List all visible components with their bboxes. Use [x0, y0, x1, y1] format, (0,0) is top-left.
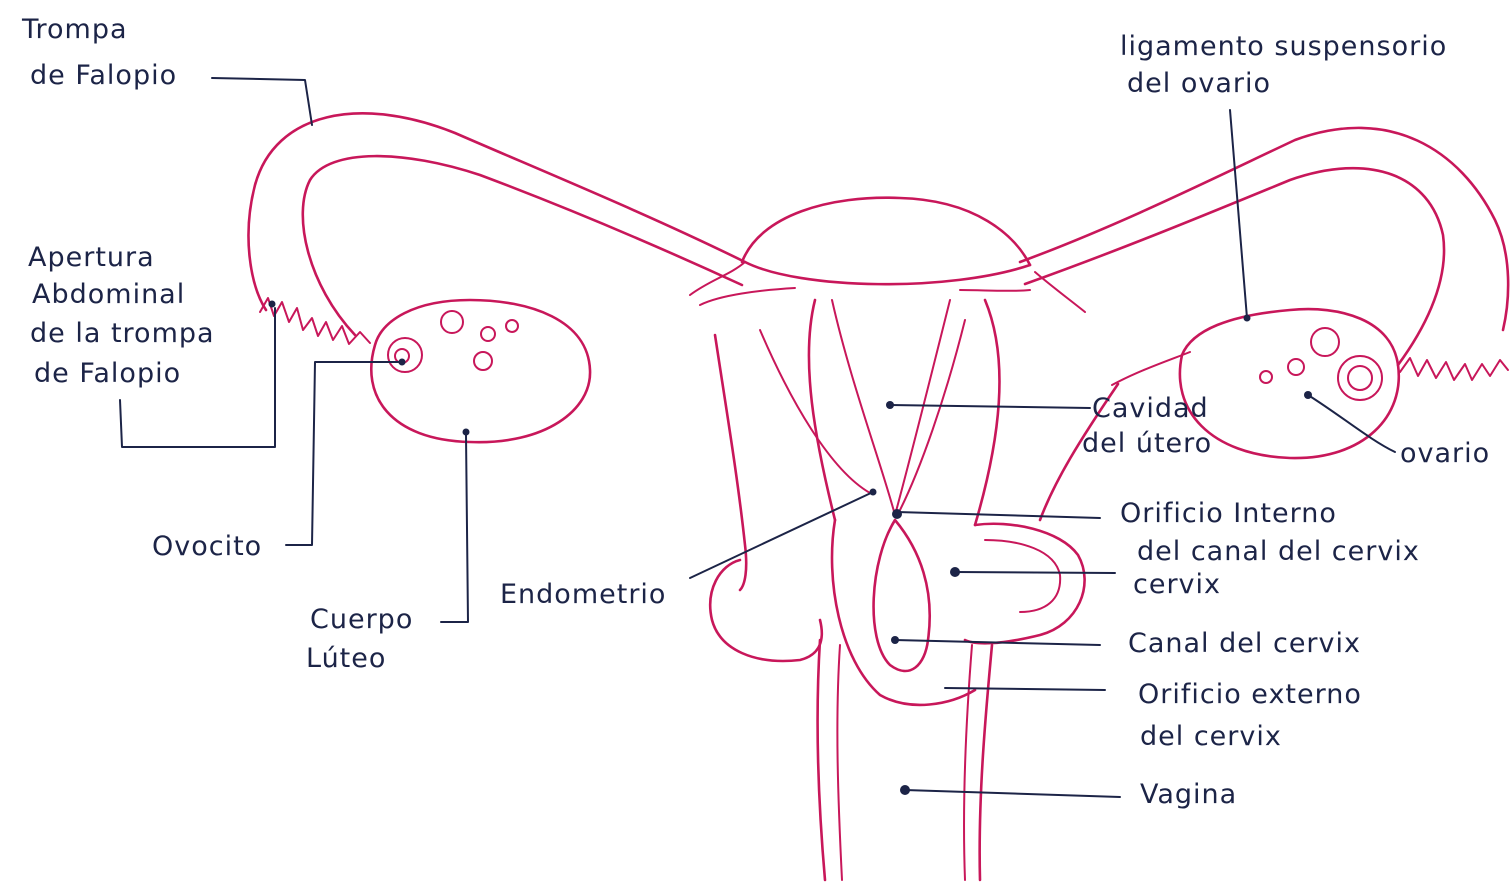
right-ovary	[1180, 309, 1399, 458]
left-fallopian-tube-inner	[303, 156, 742, 335]
uterus-top-ridge	[745, 262, 1030, 284]
vagina-dot	[900, 785, 910, 795]
apertura-dot	[269, 301, 276, 308]
left-ovary-follicle	[474, 352, 492, 370]
diagram-labels: Trompa de Falopio Apertura Abdominal de …	[21, 14, 1490, 810]
label-ovocito: Ovocito	[152, 531, 262, 562]
vagina-wall-left-outer	[818, 640, 825, 880]
vagina-wall-right-inner	[964, 645, 972, 880]
label-ovario: ovario	[1400, 438, 1490, 469]
leader-canal-cervix	[895, 640, 1100, 645]
ovario-dot	[1304, 391, 1312, 399]
uterus-drawing	[249, 113, 1509, 880]
right-ovary-follicle	[1311, 328, 1339, 356]
endometrio-dot	[870, 489, 877, 496]
leader-cervix	[955, 572, 1115, 573]
right-fimbriae	[1400, 358, 1508, 380]
leader-trompa	[212, 78, 312, 125]
leader-ovocito	[286, 362, 402, 545]
leader-orificio-interno	[897, 512, 1100, 518]
right-ovary-ligament	[1112, 352, 1190, 385]
left-ovary-follicle	[388, 338, 422, 372]
leader-cuerpo-luteo	[441, 435, 468, 622]
cervix-left-lobe	[710, 560, 822, 661]
label-cervix: cervix	[1133, 569, 1221, 600]
label-orificio-externo: Orificio externo del cervix	[1138, 679, 1371, 752]
right-ovary-follicle	[1338, 356, 1382, 400]
cervix-right-inner	[985, 540, 1060, 612]
cervix-lower-outline	[832, 520, 975, 705]
ligamento-dot	[1244, 315, 1251, 322]
vagina-wall-right-outer	[980, 645, 992, 880]
uterus-outer-wall-left	[715, 335, 746, 590]
canal-cervix-dot	[891, 636, 899, 644]
uterus-fundus	[742, 198, 1030, 265]
left-fimbriae	[260, 298, 370, 344]
myometrium-right	[975, 300, 999, 525]
cervix-dot	[950, 567, 960, 577]
vagina-wall-left-inner	[837, 645, 842, 880]
label-orificio-interno: Orificio Interno del canal del cervix	[1120, 498, 1420, 567]
left-ovary-follicle	[481, 327, 495, 341]
cervix-right-lobe	[965, 524, 1085, 644]
left-ovary-follicle	[506, 320, 518, 332]
left-fallopian-tube-outer	[249, 113, 745, 310]
label-ligamento: ligamento suspensorio del ovario	[1120, 31, 1457, 99]
endometrium-lines	[760, 320, 965, 510]
right-ovary-follicle	[1288, 359, 1304, 375]
label-vagina: Vagina	[1140, 779, 1237, 810]
cavidad-dot	[886, 401, 894, 409]
leader-ligamento	[1230, 110, 1247, 318]
label-cavidad: Cavidad del útero	[1082, 393, 1218, 459]
myometrium-left	[809, 300, 835, 520]
label-trompa: Trompa de Falopio	[21, 14, 177, 91]
leader-endometrio	[690, 492, 873, 578]
right-fallopian-tube-inner	[1025, 168, 1444, 365]
ovocito-dot	[399, 359, 406, 366]
label-apertura: Apertura Abdominal de la trompa de Falop…	[28, 242, 224, 389]
cuerpo-luteo-dot	[463, 429, 470, 436]
right-ovary-follicle-core	[1348, 366, 1372, 390]
right-ovary-follicle	[1260, 371, 1272, 383]
left-ovary-follicle	[441, 311, 463, 333]
label-endometrio: Endometrio	[500, 579, 666, 610]
leader-cavidad	[890, 405, 1090, 408]
leader-vagina	[905, 790, 1120, 797]
cervical-canal	[874, 520, 930, 671]
orificio-interno-dot	[892, 509, 902, 519]
label-canal-cervix: Canal del cervix	[1128, 628, 1361, 659]
label-cuerpo-luteo: Cuerpo Lúteo	[306, 604, 423, 674]
